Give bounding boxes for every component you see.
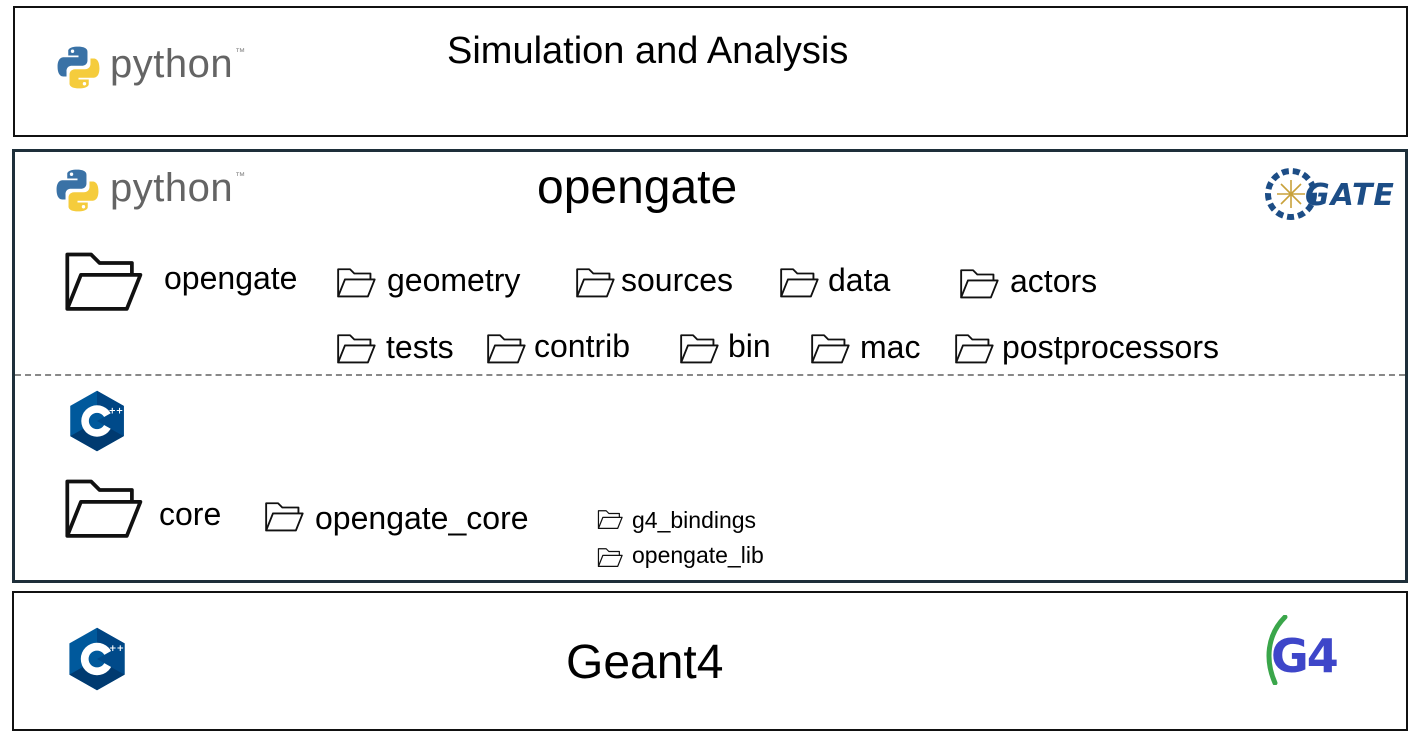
folder-opengate-core: opengate_core xyxy=(315,500,529,536)
g4-wordmark: G4 xyxy=(1271,629,1339,683)
python-logo-icon xyxy=(54,167,101,214)
gate-logo: GATE xyxy=(1263,162,1394,224)
gate-wordmark: GATE xyxy=(1305,178,1395,213)
folder-opengate-lib: opengate_lib xyxy=(632,542,764,568)
python-cpp-divider xyxy=(15,374,1405,376)
folder-icon xyxy=(807,331,853,365)
folder-g4-bindings: g4_bindings xyxy=(632,507,757,533)
folder-bin: bin xyxy=(728,328,771,364)
folder-icon xyxy=(333,331,379,365)
folder-postprocessors: postprocessors xyxy=(1002,329,1219,365)
folder-opengate: opengate xyxy=(164,260,298,296)
cpp-logo-icon xyxy=(65,389,129,453)
cpp-logo-icon xyxy=(65,626,129,692)
folder-data: data xyxy=(828,262,891,298)
folder-icon xyxy=(483,331,529,365)
folder-actors: actors xyxy=(1010,263,1098,299)
geant4-panel: Geant4 G4 xyxy=(12,591,1408,731)
folder-icon xyxy=(55,473,151,541)
g4-swoosh-icon xyxy=(1266,615,1288,685)
folder-icon xyxy=(956,266,1002,300)
folder-icon xyxy=(261,499,307,533)
opengate-title: opengate xyxy=(537,161,738,214)
folder-icon xyxy=(333,265,379,299)
folder-icon xyxy=(676,331,722,365)
page-title: Simulation and Analysis xyxy=(447,30,849,72)
folder-mac: mac xyxy=(860,329,921,365)
folder-geometry: geometry xyxy=(387,262,521,298)
folder-icon xyxy=(55,246,151,314)
geant4-title: Geant4 xyxy=(566,636,724,689)
folder-sources: sources xyxy=(621,262,734,298)
gate-ring-icon xyxy=(1265,168,1317,220)
folder-tests: tests xyxy=(386,329,454,365)
folder-icon xyxy=(595,546,625,568)
folder-icon xyxy=(776,265,822,299)
folder-icon xyxy=(572,265,618,299)
folder-core: core xyxy=(159,496,222,532)
folder-icon xyxy=(595,508,625,530)
g4-logo: G4 xyxy=(1259,615,1374,693)
folder-contrib: contrib xyxy=(534,328,631,364)
folder-icon xyxy=(951,331,997,365)
python-logo-icon xyxy=(55,44,102,91)
